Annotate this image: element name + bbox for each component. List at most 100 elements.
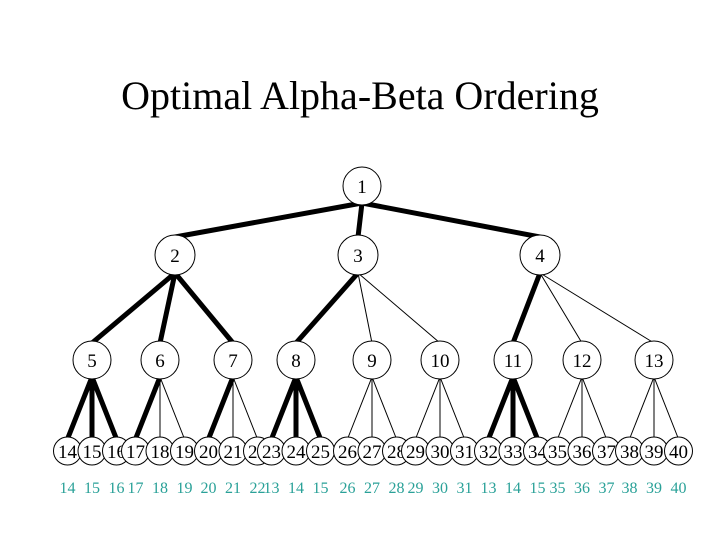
edge-6-to-leaf-19: [159, 376, 185, 440]
node-11: 11: [493, 340, 533, 380]
node-7-circle: [213, 340, 253, 380]
leaf-node-32-label: 32: [479, 442, 498, 463]
node-11-circle: [493, 340, 533, 380]
bottom-value: 14: [288, 480, 304, 497]
node-13: 13: [634, 340, 674, 380]
node-10-label: 10: [431, 351, 450, 372]
edge-4-to-12: [539, 272, 583, 344]
leaf-node-34-label: 34: [528, 442, 548, 463]
edge-3-to-8: [293, 270, 361, 346]
node-2: 2: [154, 234, 196, 276]
leaf-node-23-label: 23: [262, 442, 281, 463]
leaf-node-18-label: 18: [151, 442, 170, 463]
node-12-label: 12: [573, 351, 592, 372]
leaf-node-34: 34: [523, 436, 552, 466]
node-9: 9: [352, 340, 392, 380]
leaf-node-19-label: 19: [175, 442, 194, 463]
edge-9-to-leaf-28: [371, 376, 397, 440]
node-11-label: 11: [504, 351, 522, 372]
edge-13-to-leaf-38: [629, 376, 655, 440]
node-2-label: 2: [170, 246, 180, 267]
leaf-node-24: 24: [281, 436, 311, 466]
edge-10-to-leaf-29: [415, 376, 441, 440]
leaf-node-29-label: 29: [406, 442, 425, 463]
node-10: 10: [420, 340, 460, 380]
leaf-node-38-label: 38: [620, 442, 639, 463]
leaf-node-25: 25: [306, 436, 335, 466]
leaf-node-36-label: 36: [573, 442, 592, 463]
edge-root-to-4: [359, 200, 543, 240]
leaf-node-31: 31: [450, 436, 479, 466]
node-5-label: 5: [87, 351, 97, 372]
edge-4-to-13: [539, 272, 655, 344]
node-4-label: 4: [535, 246, 545, 267]
edge-4-to-11: [510, 270, 543, 346]
node-13-label: 13: [645, 351, 664, 372]
leaf-node-31-label: 31: [455, 442, 474, 463]
bottom-value: 13: [264, 480, 280, 497]
edge-2-to-5: [89, 270, 178, 346]
bottom-value: 40: [671, 480, 687, 497]
leaf-node-28-label: 28: [387, 442, 406, 463]
node-4: 4: [519, 234, 561, 276]
edge-12-to-leaf-35: [557, 376, 583, 440]
leaf-node-21-label: 21: [224, 442, 243, 463]
leaf-node-32: 32: [474, 436, 503, 466]
edge-6-to-leaf-17: [133, 374, 163, 442]
node-9-label: 9: [367, 351, 377, 372]
node-5-circle: [72, 340, 112, 380]
bottom-value: 17: [128, 480, 144, 497]
leaf-node-15-label: 15: [83, 442, 102, 463]
node-root-label: 1: [357, 177, 367, 198]
leaf-node-33: 33: [498, 436, 528, 466]
bottom-value: 36: [574, 480, 590, 497]
leaf-node-27-label: 27: [363, 442, 382, 463]
edge-2-to-7: [172, 270, 236, 346]
leaf-node-27: 27: [357, 436, 387, 466]
bottom-value: 30: [432, 480, 448, 497]
bottom-value: 27: [364, 480, 380, 497]
bottom-value: 38: [622, 480, 638, 497]
node-12-circle: [562, 340, 602, 380]
edge-11-to-leaf-34: [510, 374, 540, 442]
leaf-node-40-circle: [664, 436, 693, 466]
node-6-label: 6: [155, 351, 165, 372]
node-root: 1: [342, 166, 382, 206]
bottom-value: 18: [152, 480, 168, 497]
leaf-node-30: 30: [425, 436, 455, 466]
edge-11-to-leaf-32: [486, 374, 516, 442]
edge-5-to-leaf-14: [65, 374, 95, 442]
leaf-node-25-label: 25: [311, 442, 330, 463]
leaf-node-21: 21: [218, 436, 248, 466]
leaf-node-14-label: 14: [58, 442, 78, 463]
leaf-node-17: 17: [121, 436, 150, 466]
leaf-node-16-label: 16: [107, 442, 126, 463]
leaf-node-15: 15: [77, 436, 107, 466]
leaf-node-40: 40: [664, 436, 693, 466]
leaf-node-14: 14: [53, 436, 82, 466]
bottom-value: 39: [646, 480, 662, 497]
leaf-node-17-label: 17: [126, 442, 145, 463]
bottom-value: 16: [109, 480, 125, 497]
bottom-value: 13: [481, 480, 497, 497]
bottom-value: 31: [457, 480, 473, 497]
bottom-value: 14: [505, 480, 521, 497]
edge-10-to-leaf-31: [439, 376, 465, 440]
leaf-node-18: 18: [145, 436, 175, 466]
edge-8-to-leaf-23: [269, 374, 299, 442]
edge-3-to-9: [357, 272, 373, 344]
edge-root-to-2: [172, 200, 365, 240]
node-root-circle: [342, 166, 382, 206]
node-13-circle: [634, 340, 674, 380]
leaf-node-40-label: 40: [669, 442, 688, 463]
edge-7-to-leaf-20: [206, 374, 236, 442]
bottom-value: 22: [250, 480, 266, 497]
leaf-node-38: 38: [615, 436, 644, 466]
node-3-label: 3: [353, 246, 363, 267]
leaf-node-24-label: 24: [287, 442, 307, 463]
edge-root-to-3: [355, 200, 365, 240]
leaf-node-20-label: 20: [199, 442, 218, 463]
node-3-circle: [337, 234, 379, 276]
leaf-node-37: 37: [592, 436, 621, 466]
